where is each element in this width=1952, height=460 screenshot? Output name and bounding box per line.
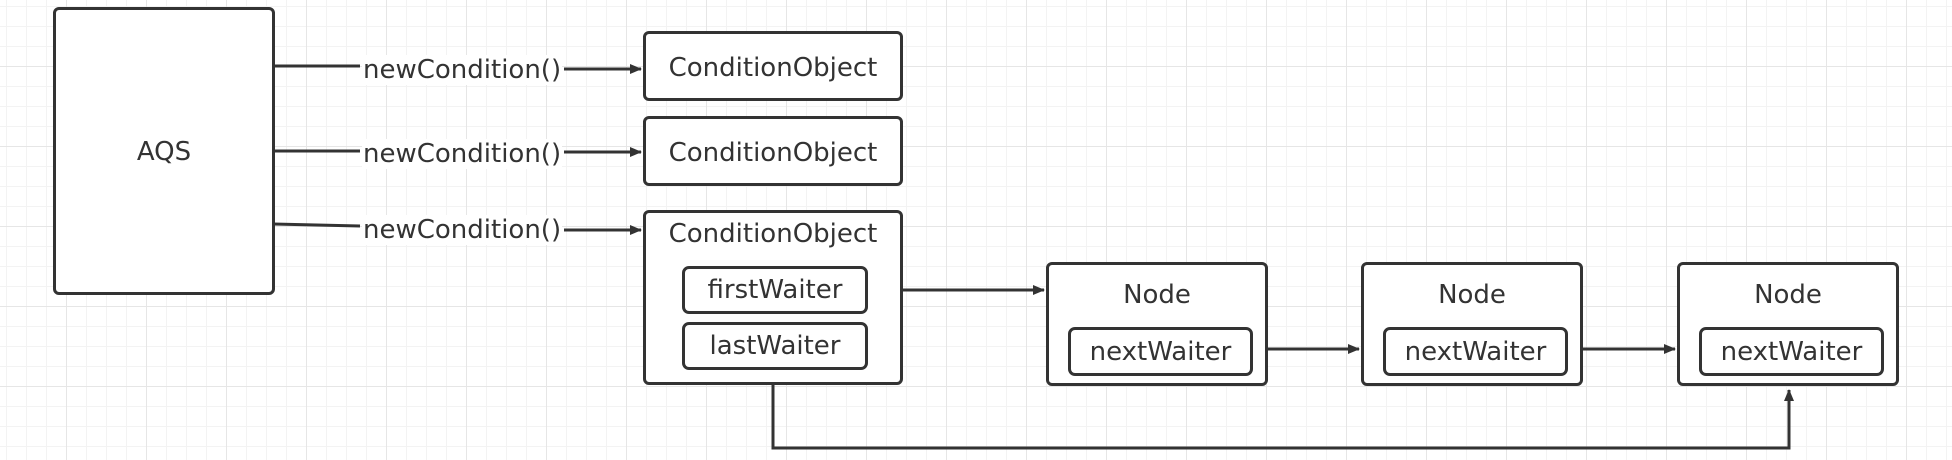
edge-label-1: newCondition() <box>362 55 562 85</box>
condition-object-3-label: ConditionObject <box>668 219 878 249</box>
node-2: Node nextWaiter <box>1361 262 1583 386</box>
arrow-lastwaiter-to-node3 <box>771 370 1794 450</box>
edge-label-2: newCondition() <box>362 139 562 169</box>
condition-object-1: ConditionObject <box>643 31 903 101</box>
node-3: Node nextWaiter <box>1677 262 1899 386</box>
aqs-box: AQS <box>53 7 275 295</box>
condition-object-2-label: ConditionObject <box>668 138 878 168</box>
node-3-next-waiter: nextWaiter <box>1699 327 1884 376</box>
first-waiter-field: firstWaiter <box>682 266 868 314</box>
node-1-label: Node <box>1123 280 1191 310</box>
node-2-next-waiter: nextWaiter <box>1383 327 1568 376</box>
condition-object-3: ConditionObject firstWaiter lastWaiter <box>643 210 903 385</box>
node-3-label: Node <box>1754 280 1822 310</box>
arrow-aqs-to-co2 <box>273 151 641 152</box>
condition-object-1-label: ConditionObject <box>668 53 878 83</box>
arrow-aqs-to-co3 <box>272 224 641 230</box>
last-waiter-field: lastWaiter <box>682 322 868 370</box>
node-1-next-waiter: nextWaiter <box>1068 327 1253 376</box>
condition-object-2: ConditionObject <box>643 116 903 186</box>
arrow-aqs-to-co1 <box>273 66 641 69</box>
aqs-label: AQS <box>136 137 192 167</box>
node-1: Node nextWaiter <box>1046 262 1268 386</box>
edge-label-3: newCondition() <box>362 215 562 245</box>
node-2-label: Node <box>1438 280 1506 310</box>
